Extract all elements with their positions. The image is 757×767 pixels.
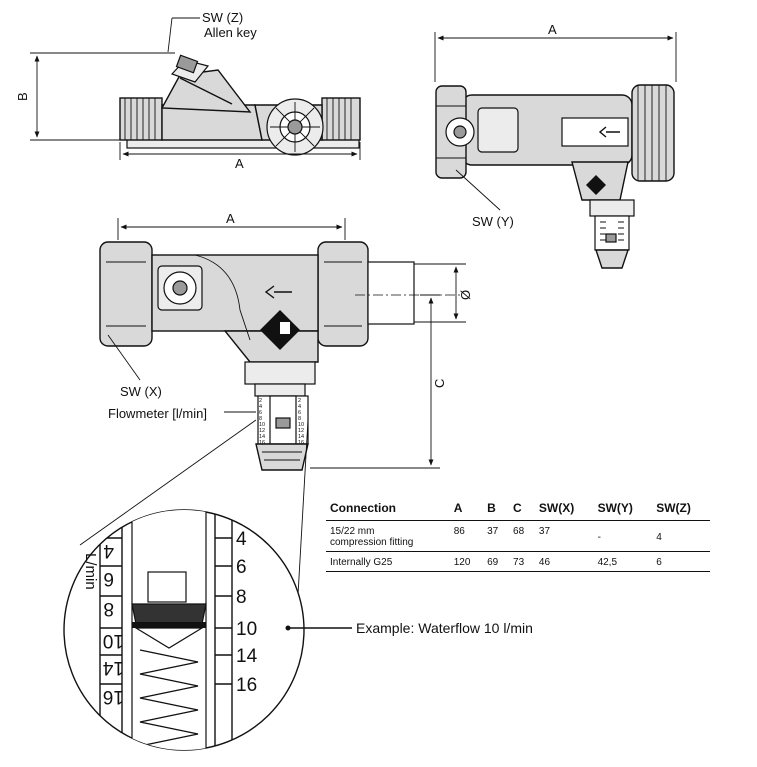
zoom-right-10: 10 — [236, 619, 257, 640]
cell-b: 37 — [483, 520, 510, 552]
example-label: Example: Waterflow 10 l/min — [356, 620, 533, 636]
table-row: Internally G25 120 69 73 46 42,5 6 — [326, 551, 710, 572]
dim-a-label-front: A — [226, 211, 235, 226]
sw-x-label: SW (X) — [120, 384, 162, 399]
small-scale-left-8: 8 — [259, 416, 262, 422]
zoom-unit: L/min — [82, 553, 99, 590]
small-scale-left-12: 12 — [259, 428, 265, 434]
sw-z-label: SW (Z) — [202, 10, 243, 25]
zoom-right-14: 14 — [236, 646, 258, 667]
zoom-right-16: 16 — [236, 675, 257, 696]
col-connection: Connection — [326, 499, 450, 521]
connection-line1: 15/22 mm — [330, 526, 375, 537]
side-view: B SW (Z) Allen key A — [15, 10, 361, 171]
cell-sw-z: 4 — [652, 520, 710, 552]
cell-sw-z: 6 — [652, 551, 710, 572]
zoom-scale-left: 4 6 8 10 14 16 L/min — [82, 540, 124, 707]
cell-a: 120 — [449, 551, 484, 572]
dim-a-label-3d: A — [548, 22, 557, 37]
small-scale-left-4: 4 — [259, 404, 262, 410]
dim-c-label: C — [432, 379, 447, 388]
cell-sw-x: 37 — [534, 520, 594, 552]
zoom-left-14: 14 — [102, 657, 124, 678]
table-row: 15/22 mm compression fitting 86 37 68 37… — [326, 520, 710, 552]
col-c: C — [509, 499, 535, 521]
small-scale-left-10: 10 — [259, 422, 265, 428]
small-scale-right-14: 14 — [298, 434, 304, 440]
zoom-scale-right: 4 6 8 10 14 16 — [236, 529, 258, 696]
cell-sw-y: 42,5 — [593, 551, 653, 572]
small-scale-right-8: 8 — [298, 416, 301, 422]
zoom-left-8: 8 — [103, 598, 114, 619]
flowmeter-label: Flowmeter [l/min] — [108, 406, 207, 421]
dim-b-label: B — [15, 92, 30, 101]
dim-a-label-side: A — [235, 156, 244, 171]
flowmeter-scale-small: 2 4 6 8 10 12 14 16 2 4 6 8 10 12 14 16 — [259, 398, 304, 446]
small-scale-left-2: 2 — [259, 398, 262, 404]
dimensions-table: Connection A B C SW(X) SW(Y) SW(Z) 15/22… — [326, 499, 710, 572]
dim-diameter-label: Ø — [458, 290, 473, 300]
allen-key-label: Allen key — [204, 25, 257, 40]
col-sw-y: SW(Y) — [593, 499, 653, 521]
small-scale-right-16: 16 — [298, 440, 304, 446]
zoom-left-16: 16 — [103, 686, 124, 707]
small-scale-left-14: 14 — [259, 434, 265, 440]
cell-connection: Internally G25 — [326, 551, 450, 572]
col-sw-z: SW(Z) — [652, 499, 710, 521]
zoom-left-6: 6 — [103, 568, 114, 589]
perspective-view: A SW (Y) — [434, 22, 677, 269]
cell-connection: 15/22 mm compression fitting — [326, 520, 450, 552]
cell-b: 69 — [483, 551, 510, 572]
small-scale-right-10: 10 — [298, 422, 304, 428]
cell-a: 86 — [449, 520, 484, 552]
front-view: A Ø C — [99, 211, 473, 471]
cell-c: 73 — [509, 551, 535, 572]
zoom-left-10: 10 — [103, 630, 124, 651]
connection-line2: compression fitting — [330, 537, 414, 548]
small-scale-left-16: 16 — [259, 440, 265, 446]
cell-c: 68 — [509, 520, 535, 552]
sw-y-label: SW (Y) — [472, 214, 514, 229]
col-a: A — [449, 499, 484, 521]
small-scale-left-6: 6 — [259, 410, 262, 416]
zoom-right-4: 4 — [236, 529, 247, 550]
zoom-left-4: 4 — [103, 540, 114, 561]
zoom-right-8: 8 — [236, 587, 247, 608]
small-scale-right-4: 4 — [298, 404, 301, 410]
cell-sw-x: 46 — [534, 551, 594, 572]
table-header-row: Connection A B C SW(X) SW(Y) SW(Z) — [326, 499, 710, 521]
small-scale-right-2: 2 — [298, 398, 301, 404]
zoom-right-6: 6 — [236, 557, 247, 578]
col-b: B — [483, 499, 510, 521]
cell-sw-y: - — [593, 520, 653, 552]
small-scale-right-12: 12 — [298, 428, 304, 434]
small-scale-right-6: 6 — [298, 410, 301, 416]
flowmeter-zoom: 4 6 8 10 14 16 L/min 4 6 8 10 14 16 Exam… — [63, 419, 533, 751]
col-sw-x: SW(X) — [534, 499, 594, 521]
